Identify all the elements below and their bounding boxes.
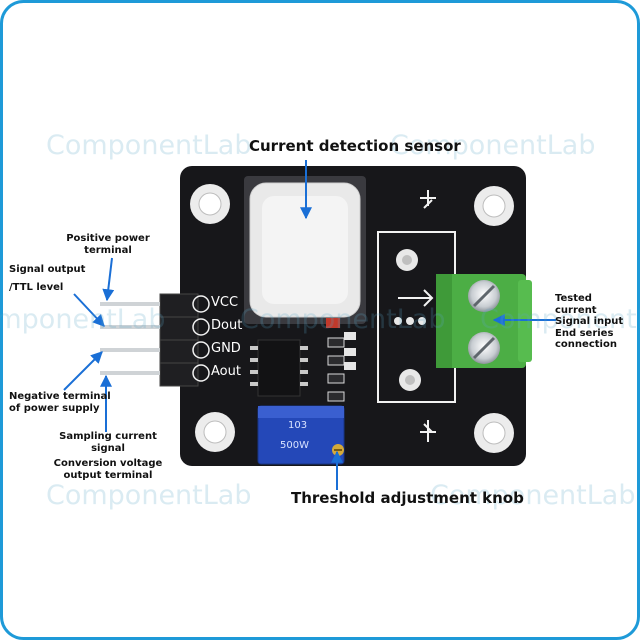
mounting-hole — [190, 184, 230, 224]
watermark-text: ComponentLab — [240, 304, 446, 335]
callout-signal-output: Signal output /TTL level — [9, 264, 86, 293]
watermark-text: ComponentLab — [0, 304, 166, 335]
mounting-hole — [474, 413, 514, 453]
callout-tested-current: Tested current Signal input End series c… — [555, 293, 624, 350]
potentiometer-marking: 500W — [280, 440, 309, 451]
callout-threshold-knob: Threshold adjustment knob — [291, 489, 524, 507]
watermark-text: ComponentLab — [46, 130, 252, 161]
callout-conversion-voltage: Conversion voltage output terminal — [53, 458, 163, 481]
callout-negative-power: Negative terminal of power supply — [9, 391, 111, 414]
watermark-text: ComponentLab — [430, 480, 636, 511]
pin-label-dout: Dout — [211, 318, 243, 333]
solder-pads — [394, 249, 426, 391]
callout-arrows — [63, 160, 556, 490]
smd-components — [326, 318, 356, 402]
pin-label-aout: Aout — [211, 364, 241, 379]
header-pins — [100, 293, 210, 387]
watermark-text: ComponentLab — [46, 480, 252, 511]
callout-sampling-current: Sampling current signal — [59, 431, 157, 454]
potentiometer-marking: 103 — [288, 420, 308, 431]
watermark-text: ComponentLab — [480, 304, 640, 335]
callout-current-sensor: Current detection sensor — [249, 137, 461, 155]
silkscreen-frame — [377, 190, 456, 442]
pin-label-gnd: GND — [211, 341, 241, 356]
watermark-text: ComponentLab — [390, 130, 596, 161]
mounting-hole — [195, 412, 235, 452]
pin-label-vcc: VCC — [211, 295, 239, 310]
callout-positive-power: Positive power terminal — [66, 233, 150, 256]
mounting-hole — [474, 186, 514, 226]
current-sensor-block — [244, 176, 366, 324]
comparator-chip — [250, 339, 308, 397]
potentiometer — [257, 405, 345, 465]
